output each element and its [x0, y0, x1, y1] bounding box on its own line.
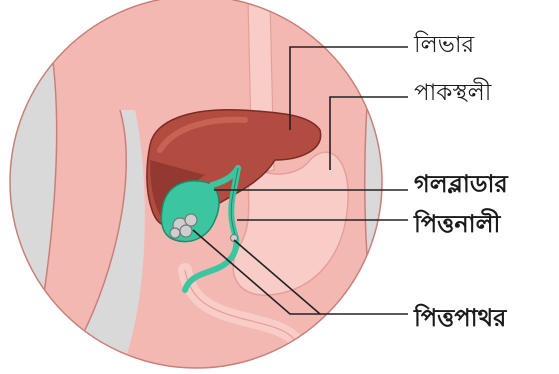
label-liver: লিভার — [414, 34, 474, 57]
gallstone — [185, 214, 197, 226]
label-gallbladder: গলব্লাডার — [414, 172, 508, 196]
label-stomach: পাকস্থলী — [414, 82, 491, 105]
label-gallstones: পিত্তপাথর — [414, 306, 506, 330]
left-side-shape — [0, 0, 57, 374]
gallstone — [180, 225, 192, 237]
label-bile-duct: পিত্তনালী — [414, 212, 500, 236]
gallstone — [170, 228, 180, 238]
